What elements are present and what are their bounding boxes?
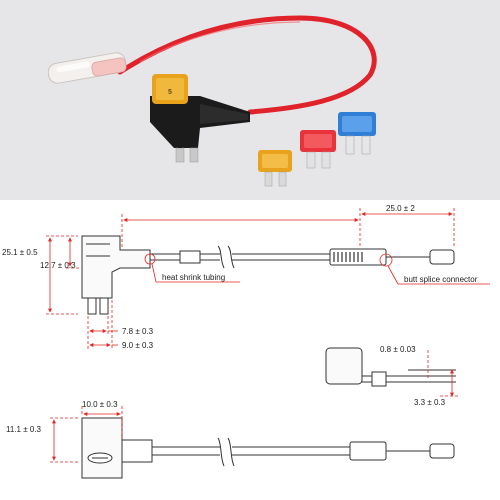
label-overall-height: 25.1 ± 0.5	[2, 248, 38, 257]
callout-butt-splice	[379, 253, 490, 285]
label-heat-shrink: heat shrink tubing	[162, 273, 225, 282]
label-connector-diameter: 3.3 ± 0.3	[414, 398, 446, 407]
dim-top-height	[50, 417, 80, 463]
dim-connector-length	[121, 208, 455, 248]
wire-highlight	[139, 21, 301, 63]
red-fuse-photo	[300, 130, 336, 169]
photo-background	[0, 0, 500, 200]
dim-connector-detail	[427, 350, 458, 397]
label-top-width: 10.0 ± 0.3	[82, 400, 118, 409]
label-blade-width: 7.8 ± 0.3	[122, 327, 154, 336]
dim-blade-widths	[87, 300, 118, 350]
fuse-tap-holder-photo: 5	[150, 74, 250, 163]
connector-hatch	[333, 252, 363, 262]
amber-fuse-photo	[258, 150, 292, 187]
top-view	[81, 417, 455, 479]
label-top-height: 11.1 ± 0.3	[6, 425, 41, 434]
callout-heat-shrink	[144, 253, 240, 283]
label-body-width: 9.0 ± 0.3	[122, 341, 154, 350]
label-connector-wall: 0.8 ± 0.03	[380, 345, 416, 354]
label-butt-splice: butt splice connector	[404, 275, 478, 284]
dim-overall-height	[46, 235, 78, 315]
product-photo: 5	[0, 0, 500, 200]
blue-fuse-photo	[338, 112, 376, 155]
red-wire	[117, 15, 377, 115]
dimension-drawing: 25.1 ± 0.5 12.7 ± 0.3 7.8 ± 0.3 9.0 ± 0.…	[0, 200, 500, 500]
butt-splice-connector-photo	[47, 52, 127, 84]
connector-detail	[325, 347, 456, 387]
dim-upper-height	[66, 237, 80, 269]
svg-text:5: 5	[168, 89, 172, 96]
label-connector-length: 25.0 ± 2	[386, 204, 415, 213]
dim-top-width	[81, 406, 123, 438]
label-upper-height: 12.7 ± 0.3	[40, 261, 76, 270]
